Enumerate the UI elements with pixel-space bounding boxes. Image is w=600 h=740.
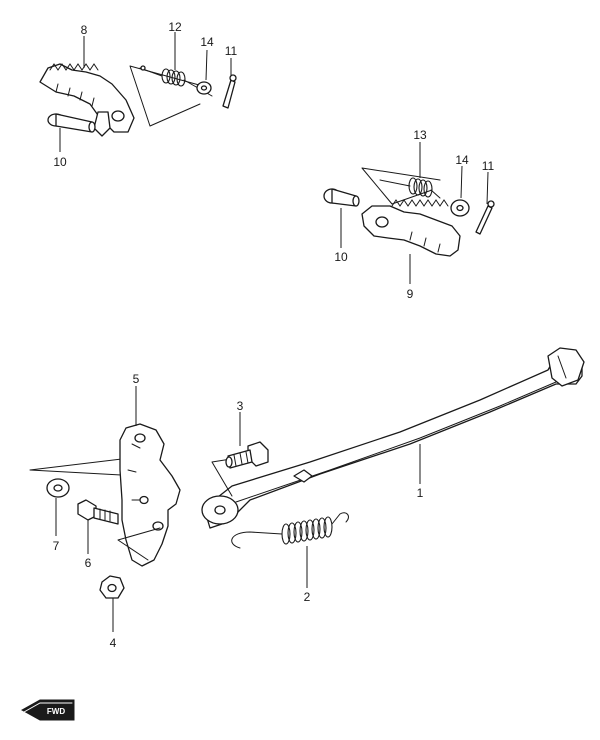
callout-14b: 14 <box>455 153 469 167</box>
right-cotter-pin <box>475 200 495 235</box>
right-footrest-peg <box>361 205 461 257</box>
bolt-6 <box>77 499 119 525</box>
washer-7 <box>46 478 70 498</box>
callout-13: 13 <box>413 128 427 142</box>
callout-9: 9 <box>407 287 414 301</box>
callout-8: 8 <box>81 23 88 37</box>
callout-11a: 11 <box>225 44 238 58</box>
callout-3: 3 <box>237 399 244 413</box>
bolt-3 <box>211 441 269 497</box>
callout-14a: 14 <box>200 35 214 49</box>
callout-labels: 8 12 14 11 10 13 14 11 10 9 5 3 1 7 6 2 … <box>53 20 495 650</box>
forward-label: FWD <box>47 707 65 716</box>
callout-5: 5 <box>133 372 140 386</box>
nut-4 <box>99 575 125 599</box>
right-washer <box>450 199 470 217</box>
leader-lines <box>55 32 489 632</box>
right-spring <box>379 177 441 199</box>
right-footrest-pin <box>323 188 360 207</box>
callout-2: 2 <box>304 590 311 604</box>
side-stand-bracket <box>29 423 181 567</box>
left-cotter-pin <box>222 74 237 109</box>
callout-10b: 10 <box>334 250 348 264</box>
callout-7: 7 <box>53 539 60 553</box>
spring-2 <box>231 512 349 549</box>
callout-10a: 10 <box>53 155 67 169</box>
callout-6: 6 <box>85 556 92 570</box>
callout-11b: 11 <box>482 159 495 173</box>
callout-12: 12 <box>168 20 182 34</box>
left-washer <box>196 81 212 95</box>
forward-direction-badge: FWD <box>20 699 75 721</box>
left-footrest-pin <box>47 113 96 133</box>
callout-4: 4 <box>110 636 117 650</box>
left-footrest-peg <box>39 63 135 133</box>
callout-1: 1 <box>417 486 424 500</box>
side-stand <box>201 347 585 529</box>
right-footrest-assembly <box>361 167 461 257</box>
